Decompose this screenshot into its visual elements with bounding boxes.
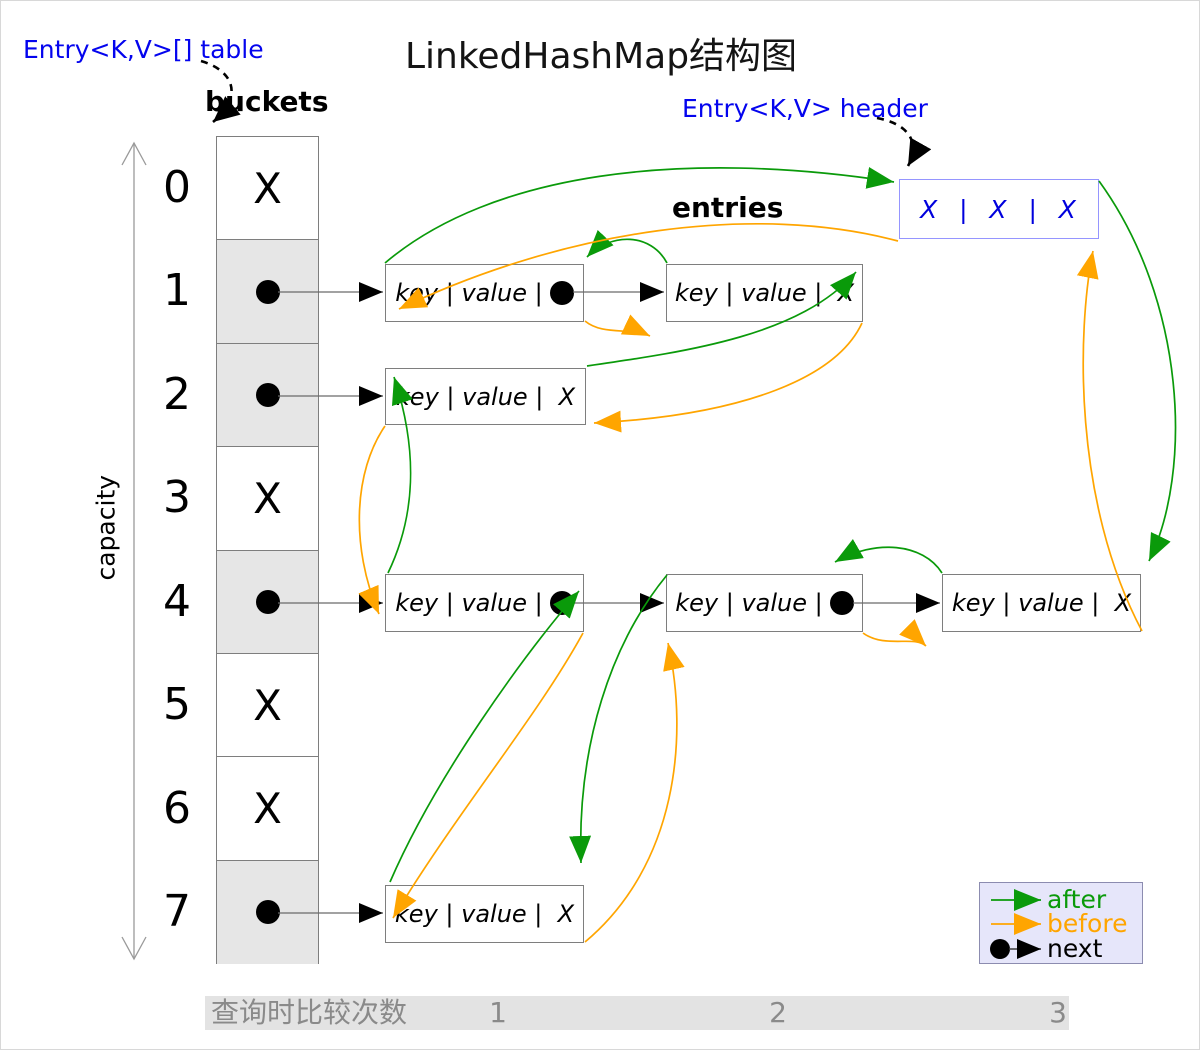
header-node-label: X | X | X	[920, 194, 1078, 224]
entry-pointer-dot	[255, 900, 280, 925]
bucket-index-1: 1	[163, 265, 191, 316]
next-pointer-dot	[549, 281, 574, 305]
entry-pointer-dot	[255, 589, 280, 614]
buckets-label: buckets	[205, 85, 329, 118]
footer-count-2: 2	[769, 996, 787, 1029]
entry-node-label: key | value |	[675, 589, 823, 617]
null-marker: X	[253, 473, 282, 523]
null-marker: X	[253, 680, 282, 730]
bucket-index-4: 4	[163, 576, 191, 627]
bucket-index-2: 2	[163, 369, 191, 420]
next-pointer-dot	[829, 591, 854, 615]
bucket-index-0: 0	[163, 162, 191, 213]
bucket-cell-7	[217, 860, 318, 965]
bucket-index-5: 5	[163, 679, 191, 730]
entries-label: entries	[672, 191, 784, 224]
entry-node-label: key | value |	[395, 589, 543, 617]
footer-count-1: 1	[489, 996, 507, 1029]
bucket-cell-6: X	[217, 757, 318, 861]
entry-node-label: key | value | X	[951, 589, 1132, 617]
entry-node-row4-1: key | value |	[385, 574, 584, 632]
bucket-cell-5: X	[217, 653, 318, 758]
entry-node-label: key | value | X	[394, 900, 575, 928]
header-entry-node: X | X | X	[899, 179, 1099, 239]
entry-pointer-dot	[255, 279, 280, 304]
entry-node-row4-2: key | value |	[666, 574, 863, 632]
capacity-label: capacity	[91, 474, 121, 581]
bucket-cell-4	[217, 550, 318, 654]
footer-count-3: 3	[1049, 996, 1067, 1029]
entry-node-row7-1: key | value | X	[385, 885, 584, 943]
bucket-array: X X X X	[216, 136, 319, 965]
bucket-cell-0: X	[217, 137, 318, 241]
bucket-index-7: 7	[163, 886, 191, 937]
bucket-index-3: 3	[163, 472, 191, 523]
bucket-cell-3: X	[217, 447, 318, 551]
bucket-cell-2	[217, 343, 318, 448]
entry-node-row2-1: key | value | X	[385, 368, 586, 425]
entry-pointer-dot	[255, 382, 280, 407]
entry-node-label: key | value |	[395, 279, 543, 307]
entry-node-label: key | value | X	[674, 279, 855, 307]
entry-node-label: key | value | X	[395, 382, 576, 411]
footer-bar	[205, 996, 1069, 1030]
entry-node-row1-1: key | value |	[385, 264, 584, 322]
entry-node-row1-2: key | value | X	[666, 264, 863, 322]
bucket-index-6: 6	[163, 783, 191, 834]
header-pointer-arrow	[876, 116, 932, 167]
footer-label: 查询时比较次数	[211, 996, 408, 1029]
legend-before-label: before	[1047, 909, 1128, 938]
bucket-cell-1	[217, 240, 318, 344]
next-pointer-dot	[549, 591, 574, 615]
table-pointer-label: Entry<K,V>[] table	[23, 35, 264, 64]
header-pointer-label: Entry<K,V> header	[682, 94, 928, 123]
null-marker: X	[253, 784, 282, 834]
legend-after-label: after	[1047, 885, 1107, 914]
entry-node-row4-3: key | value | X	[942, 574, 1141, 632]
legend-next-label: next	[1047, 934, 1103, 963]
page-title: LinkedHashMap结构图	[404, 36, 798, 77]
null-marker: X	[253, 163, 282, 213]
